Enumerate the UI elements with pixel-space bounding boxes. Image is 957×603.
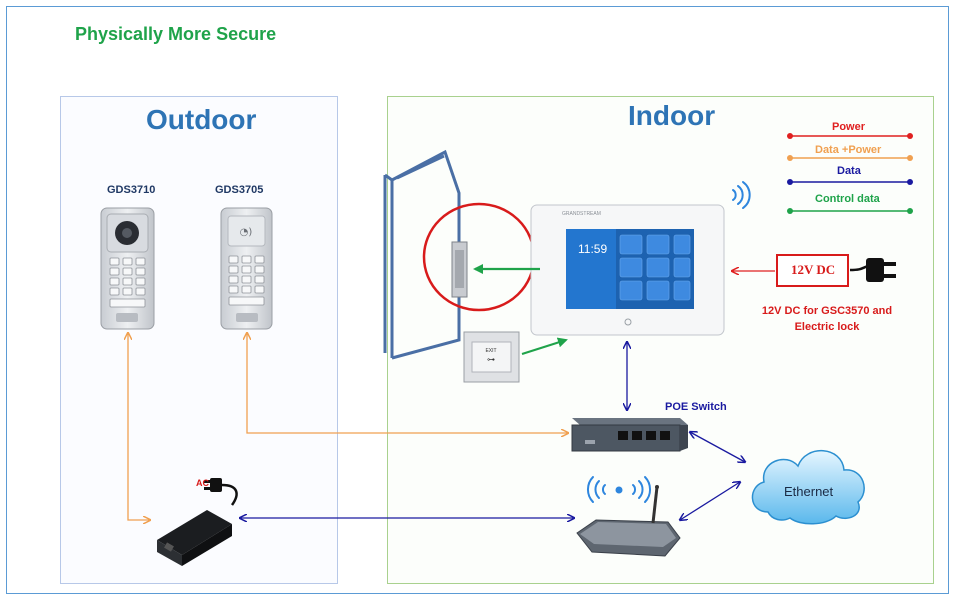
legend-lines [787, 133, 913, 214]
ethernet-label: Ethernet [784, 484, 834, 499]
svg-text:◔): ◔) [240, 227, 253, 238]
router-device [576, 485, 681, 557]
psu-label: 12V DC [791, 262, 836, 277]
diagram-title: Physically More Secure [75, 24, 277, 44]
poe-injector-device [157, 510, 232, 566]
indoor-tablet: 11:59 GRANDSTREAM [530, 204, 725, 336]
tablet-time: 11:59 [578, 242, 607, 256]
data-power-links [128, 333, 568, 520]
indoor-title: Indoor [628, 100, 716, 131]
electric-lock [451, 241, 468, 298]
tablet-wifi-icon [732, 181, 751, 209]
data-links [240, 342, 745, 520]
ethernet-cloud-icon [751, 450, 865, 525]
plug-icon [849, 258, 896, 282]
diagram-frame [6, 6, 949, 594]
control-data-links [473, 264, 568, 356]
ac-plug-icon [204, 478, 238, 506]
legend-data-label: Data [837, 165, 861, 177]
ac-label: AC [196, 478, 209, 488]
legend-data-power-label: Data +Power [815, 144, 882, 156]
psu-box [776, 254, 849, 287]
svg-text:EXIT: EXIT [485, 348, 496, 354]
gds3710-label: GDS3710 [107, 184, 156, 196]
psu-note-line1: 12V DC for GSC3570 and [761, 305, 893, 317]
poe-switch-device [571, 418, 688, 452]
gds3710-device [100, 207, 155, 330]
psu-note-line2: Electric lock [794, 321, 860, 333]
router-wifi-icon [586, 476, 652, 503]
poe-switch-label: POE Switch [665, 401, 727, 413]
legend-control-data-label: Control data [815, 193, 880, 205]
svg-text:⊶: ⊶ [487, 355, 495, 364]
gds3705-label: GDS3705 [215, 184, 264, 196]
door [383, 149, 461, 360]
gds3705-device: ◔) [220, 207, 273, 330]
lock-highlight-circle [422, 202, 536, 312]
exit-button-device: EXIT ⊶ [463, 331, 520, 383]
legend-power-label: Power [832, 121, 866, 133]
svg-text:GRANDSTREAM: GRANDSTREAM [562, 211, 601, 217]
outdoor-title: Outdoor [146, 104, 257, 135]
